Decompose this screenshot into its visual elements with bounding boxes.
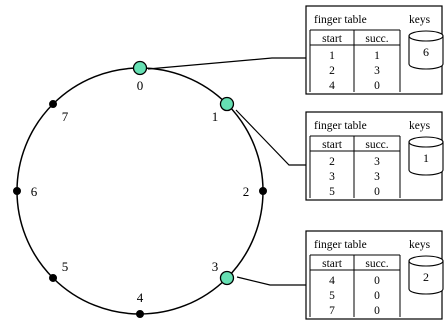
- finger-table: start succ. 4 0 5 0 7 0: [309, 254, 401, 317]
- node-4-dot: [136, 310, 144, 318]
- connector-node-1: [235, 109, 306, 166]
- stored-key-value: 2: [423, 270, 429, 284]
- column-header: start: [322, 33, 343, 45]
- finger-succ-cell: 0: [374, 275, 380, 287]
- finger-succ-cell: 3: [374, 65, 380, 77]
- finger-start-cell: 4: [329, 275, 335, 287]
- node-0-dot: [132, 60, 148, 76]
- finger-start-cell: 2: [329, 156, 335, 168]
- keys-label: keys: [409, 120, 431, 132]
- node-1-label: 1: [212, 109, 219, 124]
- finger-table: start succ. 2 3 3 3 5 0: [309, 135, 401, 198]
- node-2-label: 2: [243, 184, 250, 199]
- connector-node-3: [236, 276, 306, 286]
- finger-succ-cell: 0: [374, 305, 380, 317]
- ring-node-labels: 0 1 2 3 4 5 6 7: [31, 78, 250, 305]
- connector-node-0: [147, 57, 306, 70]
- keys-label: keys: [409, 14, 431, 26]
- connector-lines: [147, 57, 306, 286]
- node-3-label: 3: [212, 259, 219, 274]
- finger-table-panel-node-1: finger table keys start succ. 2 3 3 3 5 0 1: [305, 111, 444, 201]
- node-1-dot: [219, 96, 235, 112]
- column-header: start: [322, 258, 343, 270]
- finger-table-title: finger table: [314, 239, 367, 251]
- finger-succ-cell: 1: [374, 50, 380, 62]
- stored-key-value: 6: [423, 45, 429, 59]
- finger-succ-cell: 0: [374, 290, 380, 302]
- keys-storage-icon: [408, 30, 444, 70]
- keys-storage-icon: [408, 255, 444, 295]
- finger-start-cell: 7: [329, 305, 335, 317]
- keys-storage-icon: [408, 136, 444, 176]
- node-4-label: 4: [137, 290, 144, 305]
- node-6-label: 6: [31, 184, 38, 199]
- finger-start-cell: 1: [329, 50, 335, 62]
- finger-succ-cell: 0: [374, 80, 380, 92]
- finger-table-title: finger table: [314, 120, 367, 132]
- node-7-dot: [49, 100, 58, 109]
- node-5-dot: [49, 273, 58, 282]
- finger-succ-cell: 3: [374, 156, 380, 168]
- column-header: succ.: [365, 139, 388, 151]
- column-header: start: [322, 139, 343, 151]
- ring-nodes: [13, 60, 267, 318]
- node-0-label: 0: [137, 78, 144, 93]
- finger-start-cell: 3: [329, 171, 335, 183]
- finger-succ-cell: 3: [374, 171, 380, 183]
- finger-table-title: finger table: [314, 14, 367, 26]
- node-6-dot: [13, 187, 21, 195]
- node-5-label: 5: [62, 259, 69, 274]
- node-3-dot: [219, 270, 235, 286]
- finger-start-cell: 5: [329, 290, 335, 302]
- stored-key-value: 1: [423, 151, 429, 165]
- column-header: succ.: [365, 258, 388, 270]
- finger-start-cell: 5: [329, 186, 335, 198]
- finger-succ-cell: 0: [374, 186, 380, 198]
- finger-table-panel-node-0: finger table keys start succ. 1 1 2 3 4 0 6: [305, 5, 444, 95]
- finger-table: start succ. 1 1 2 3 4 0: [309, 29, 401, 92]
- finger-start-cell: 2: [329, 65, 335, 77]
- node-7-label: 7: [62, 109, 69, 124]
- finger-table-panel-node-3: finger table keys start succ. 4 0 5 0 7 0 2: [305, 230, 444, 320]
- keys-label: keys: [409, 239, 431, 251]
- node-2-dot: [259, 187, 267, 195]
- column-header: succ.: [365, 33, 388, 45]
- finger-start-cell: 4: [329, 80, 335, 92]
